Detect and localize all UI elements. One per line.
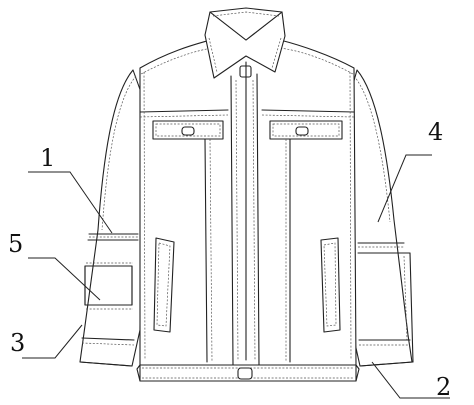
pocket-button-icon [295, 126, 309, 136]
left-sleeve [79, 69, 143, 367]
collar [204, 7, 286, 79]
chest-pocket-left [152, 120, 224, 363]
callout-4: 4 [428, 118, 443, 146]
callout-2: 2 [436, 373, 451, 401]
callout-3: 3 [10, 329, 25, 357]
waistband [136, 364, 360, 382]
callout-leaders [22, 154, 450, 399]
chest-pocket-right [269, 120, 343, 363]
callout-5: 5 [8, 230, 23, 258]
pocket-button-icon [181, 126, 195, 136]
right-sleeve [349, 69, 414, 367]
callout-1: 1 [40, 144, 55, 172]
welt-pocket-left [153, 237, 175, 333]
welt-pocket-right [320, 237, 341, 333]
